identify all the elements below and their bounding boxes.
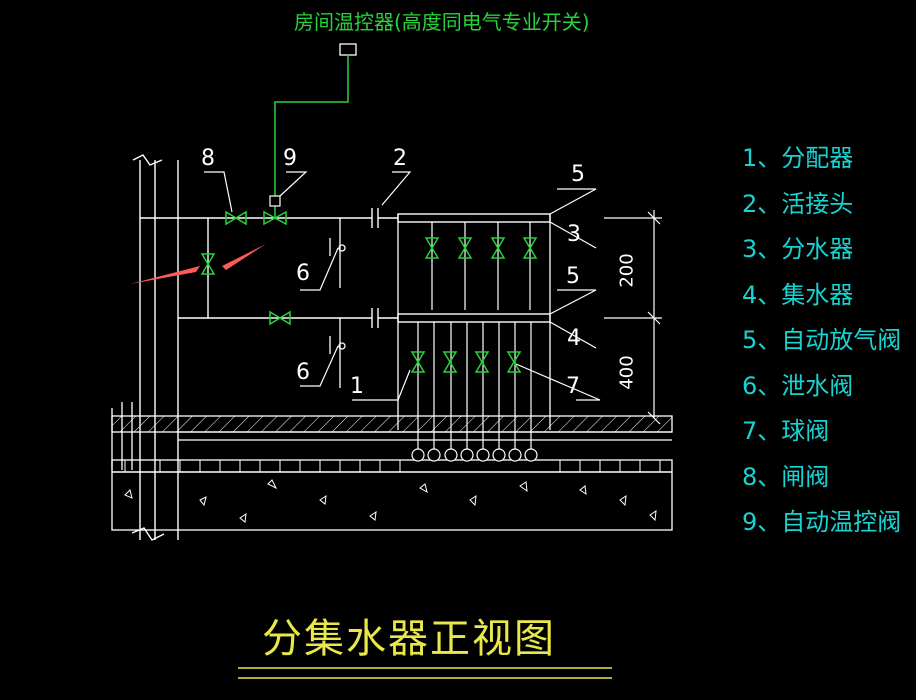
floor-structure [111, 402, 673, 531]
legend-item-4: 4、集水器 [742, 280, 854, 309]
leader-lines [204, 171, 601, 401]
highlight-arrow-icon [130, 244, 266, 284]
diagram-title: 分集水器正视图 [262, 616, 556, 662]
dimension-lower: 400 [616, 355, 638, 390]
callout-1: 1 [350, 374, 364, 399]
callout-5-top: 5 [571, 162, 585, 187]
bypass-valve [200, 253, 216, 275]
upper-loop-pipes [431, 222, 531, 310]
callout-9: 9 [283, 146, 297, 171]
legend: 1、分配器 2、活接头 3、分水器 4、集水器 5、自动放气阀 6、泄水阀 7、… [742, 136, 912, 546]
callout-2: 2 [393, 146, 407, 171]
return-manifold-4 [397, 313, 551, 323]
return-pipe [178, 308, 398, 328]
callout-6-bottom: 6 [296, 360, 310, 385]
legend-item-6: 6、泄水阀 [742, 371, 854, 400]
callout-4: 4 [567, 326, 581, 351]
legend-item-8: 8、闸阀 [742, 462, 830, 491]
thermostatic-valve-9 [263, 195, 287, 226]
gate-valve-8 [225, 210, 247, 226]
drain-valves-6 [329, 218, 346, 388]
legend-item-3: 3、分水器 [742, 235, 854, 263]
legend-item-2: 2、活接头 [742, 189, 854, 218]
thermostat-label: 房间温控器(高度同电气专业开关) [294, 10, 590, 34]
dimension-upper: 200 [616, 253, 638, 288]
callout-8: 8 [201, 146, 215, 171]
legend-item-9: 9、自动温控阀 [742, 508, 902, 536]
legend-item-7: 7、球阀 [742, 417, 830, 445]
floor-pipe-circles [411, 448, 538, 462]
supply-manifold-3 [397, 213, 551, 223]
callout-7: 7 [566, 374, 580, 399]
thermostat [274, 43, 357, 196]
upper-ball-valves [424, 237, 538, 259]
return-gate-valve [269, 310, 291, 326]
callout-3: 3 [567, 222, 581, 247]
callout-6-top: 6 [296, 261, 310, 286]
title-underline [238, 667, 612, 679]
callout-5-bottom: 5 [566, 264, 580, 289]
dimension-lines [604, 210, 662, 425]
legend-item-1: 1、分配器 [742, 144, 854, 172]
concrete-aggregate [124, 479, 657, 523]
legend-item-5: 5、自动放气阀 [742, 326, 902, 354]
lower-ball-valves [410, 351, 522, 373]
brick-course [124, 460, 661, 472]
supply-pipe [178, 208, 398, 318]
riser-pipes [131, 154, 179, 541]
